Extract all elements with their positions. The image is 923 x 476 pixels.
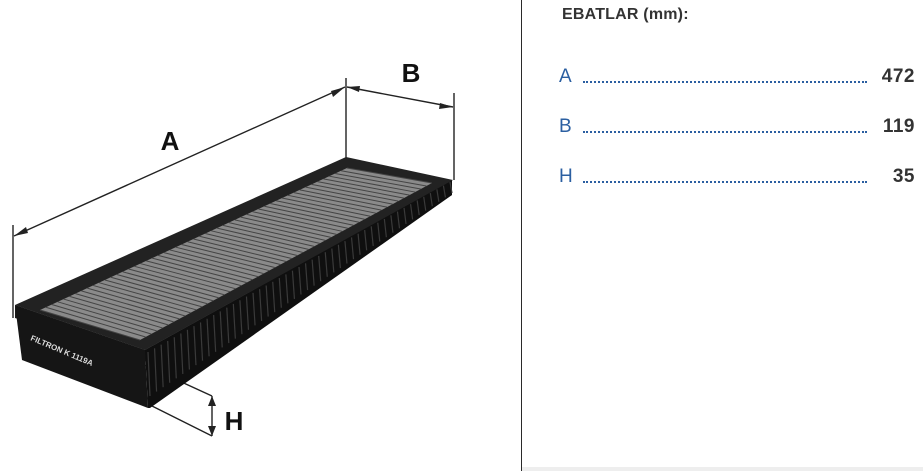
dimension-label: A bbox=[559, 66, 572, 87]
dot-leader bbox=[583, 131, 867, 133]
cabin-filter-illustration: FILTRON K 1119A bbox=[15, 157, 453, 408]
dimensions-panel: EBATLAR (mm): A 472 B 119 H 35 bbox=[522, 0, 923, 471]
dimension-value: 119 bbox=[882, 116, 915, 137]
dimension-value: 472 bbox=[881, 66, 915, 87]
dimension-row-a: A 472 bbox=[559, 66, 915, 90]
dimension-value: 35 bbox=[892, 166, 915, 187]
dimension-arrowheads bbox=[14, 86, 453, 436]
dimension-label: B bbox=[559, 116, 572, 137]
dimension-label-h: H bbox=[225, 406, 244, 436]
dimension-row-h: H 35 bbox=[559, 166, 915, 190]
filter-drawing: A B H FILTRON K 1119A bbox=[12, 58, 455, 437]
panel-divider bbox=[521, 0, 522, 471]
technical-drawing-panel: A B H FILTRON K 1119A bbox=[12, 58, 455, 437]
dimension-label: H bbox=[559, 166, 573, 187]
dimension-label-b: B bbox=[402, 58, 421, 88]
dimensions-title: EBATLAR (mm): bbox=[562, 6, 689, 23]
dimension-label-a: A bbox=[161, 126, 180, 156]
bottom-strip bbox=[522, 467, 923, 471]
dimension-row-b: B 119 bbox=[559, 116, 915, 140]
dot-leader bbox=[583, 81, 867, 83]
dot-leader bbox=[583, 181, 867, 183]
